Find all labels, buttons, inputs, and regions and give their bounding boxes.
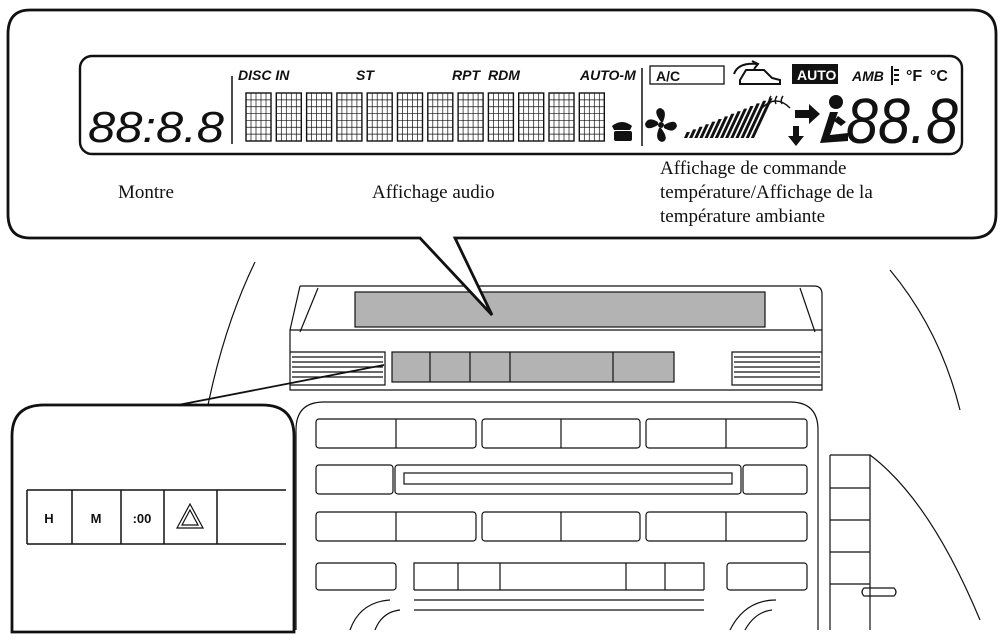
fan-speed-bar: [683, 132, 690, 138]
fan-speed-bar: [740, 103, 760, 138]
fan-speed-bar: [699, 124, 710, 138]
thermometer-icon: [891, 66, 899, 85]
ac-indicator-box: [649, 65, 725, 85]
cd-slot-row: [315, 464, 808, 495]
fan-speed-bar: [730, 108, 748, 138]
display-panel-highlight: [354, 291, 766, 328]
recirculation-car-icon: [733, 60, 781, 85]
climate-caption-line-1: Affichage de commande: [660, 158, 847, 179]
dot-matrix-cell: [396, 92, 424, 142]
amb-indicator: AMB: [851, 68, 884, 84]
dot-matrix-cell: [275, 92, 302, 142]
disc-in-indicator: DISC IN: [238, 67, 290, 83]
climate-caption-line-2: température/Affichage de la: [660, 182, 873, 203]
temperature-digits: 88.8: [846, 85, 958, 157]
audio-indicators: DISC IN ST RPT RDM AUTO-M: [238, 67, 636, 83]
right-knob-arc: [729, 599, 777, 631]
hazard-warning-button[interactable]: [175, 502, 205, 529]
fan-speed-bar: [709, 119, 722, 138]
dot-matrix-cell: [366, 92, 393, 142]
minute-button[interactable]: M: [91, 511, 102, 526]
clock-button-strip-highlight: [391, 351, 675, 383]
reset-minutes-button[interactable]: :00: [133, 511, 152, 526]
fahrenheit-unit: °F: [906, 68, 922, 85]
left-knob-arc: [349, 599, 391, 631]
bottom-button-row: [315, 562, 808, 631]
auto-indicator-box: [792, 64, 838, 84]
clock-digits: 88:8.8: [88, 103, 225, 152]
audio-dot-matrix: [245, 92, 605, 142]
clock-caption: Montre: [118, 182, 174, 203]
dot-matrix-cell: [578, 92, 605, 142]
fan-speed-bars: [683, 98, 773, 139]
fan-speed-bar: [694, 126, 703, 139]
dot-matrix-cell: [305, 92, 333, 142]
left-vent: [290, 351, 386, 386]
auto-indicator: AUTO: [797, 67, 837, 83]
fan-speed-bar: [750, 98, 773, 138]
fan-speed-bar: [719, 113, 735, 139]
zoom-leader-line: [177, 364, 385, 406]
dot-matrix-cell: [245, 92, 272, 142]
dot-matrix-cell: [336, 92, 363, 142]
celsius-unit: °C: [930, 68, 948, 85]
fan-speed-bar: [689, 129, 697, 138]
fan-speed-bar: [704, 121, 716, 138]
fan-speed-bar: [725, 111, 741, 138]
rdm-indicator: RDM: [488, 67, 520, 83]
dot-matrix-cell: [427, 92, 454, 142]
clock-button-strip: [26, 489, 286, 545]
dot-matrix-cell: [518, 92, 545, 142]
fan-icon: [645, 108, 677, 142]
st-indicator: ST: [356, 67, 375, 83]
phone-icon: [612, 122, 632, 141]
fan-speed-bar: [714, 116, 729, 139]
ac-indicator: A/C: [656, 68, 680, 84]
button-row: [315, 418, 808, 449]
audio-button-grid: [315, 418, 808, 542]
fan-speed-bar: [745, 100, 767, 139]
audio-caption: Affichage audio: [372, 182, 495, 203]
dot-matrix-cell: [457, 92, 484, 142]
clock-buttons-zoom-box: [10, 403, 296, 634]
defrost-icon: [761, 95, 791, 109]
hour-button[interactable]: H: [44, 511, 53, 526]
fan-speed-bar: [735, 106, 754, 138]
right-vent: [731, 351, 822, 386]
dot-matrix-cell: [487, 92, 515, 142]
climate-caption-line-3: température ambiante: [660, 206, 826, 227]
rpt-indicator: RPT: [452, 67, 481, 83]
seated-person-icon: [820, 95, 848, 143]
airflow-arrows-icon: [788, 104, 820, 146]
dashboard-outline: [204, 261, 981, 630]
auto-m-indicator: AUTO-M: [579, 67, 636, 83]
climate-indicators: A/C AUTO AMB °F °C: [645, 60, 958, 157]
button-row: [315, 511, 808, 542]
dot-matrix-cell: [548, 92, 575, 142]
